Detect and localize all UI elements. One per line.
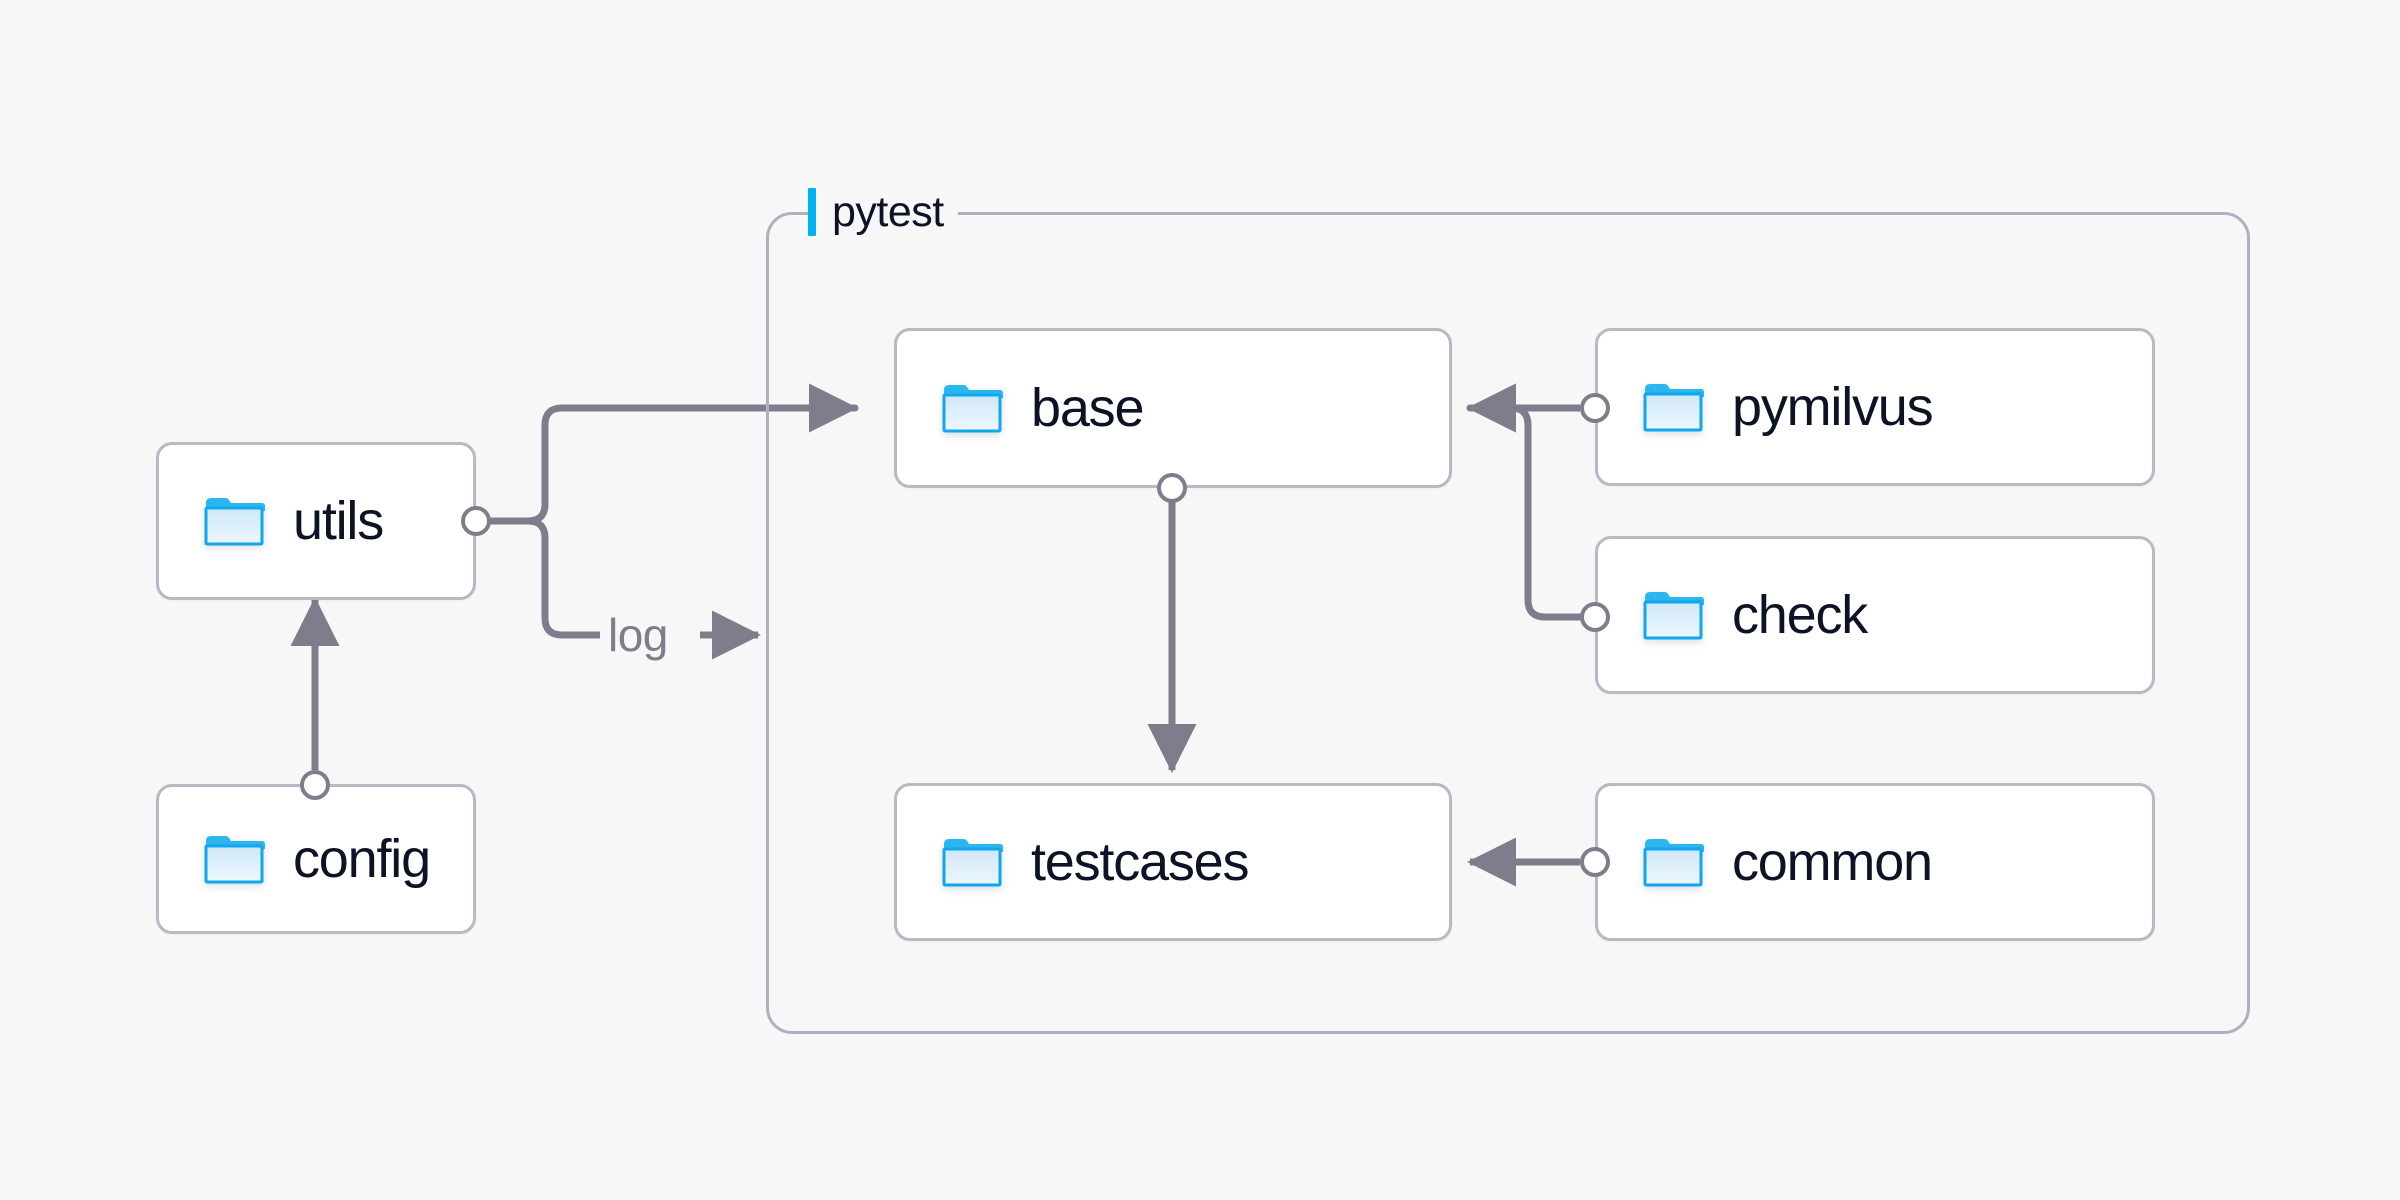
port-config-top[interactable] bbox=[300, 770, 330, 800]
edge-label-log: log bbox=[600, 612, 676, 658]
node-config[interactable]: config bbox=[156, 784, 476, 934]
node-config-label: config bbox=[293, 829, 431, 889]
group-pytest[interactable] bbox=[766, 212, 2250, 1034]
folder-icon bbox=[942, 385, 1003, 433]
group-accent-bar bbox=[808, 188, 816, 236]
port-check-left[interactable] bbox=[1580, 602, 1610, 632]
port-base-bottom[interactable] bbox=[1157, 473, 1187, 503]
node-check-content: check bbox=[1598, 585, 1868, 645]
node-pymilvus-label: pymilvus bbox=[1732, 377, 1934, 437]
node-base-content: base bbox=[897, 378, 1145, 438]
node-common[interactable]: common bbox=[1595, 783, 2155, 941]
node-check-label: check bbox=[1732, 585, 1868, 645]
node-testcases-content: testcases bbox=[897, 832, 1250, 892]
folder-icon bbox=[204, 836, 265, 884]
node-testcases-label: testcases bbox=[1031, 832, 1250, 892]
port-pymilvus-left[interactable] bbox=[1580, 393, 1610, 423]
folder-icon bbox=[942, 839, 1003, 887]
folder-icon bbox=[1643, 592, 1704, 640]
node-pymilvus-content: pymilvus bbox=[1598, 377, 1934, 437]
node-check[interactable]: check bbox=[1595, 536, 2155, 694]
port-utils-right[interactable] bbox=[461, 506, 491, 536]
node-base[interactable]: base bbox=[894, 328, 1452, 488]
node-common-label: common bbox=[1732, 832, 1933, 892]
node-base-label: base bbox=[1031, 378, 1145, 438]
node-utils-label: utils bbox=[293, 491, 384, 551]
node-testcases[interactable]: testcases bbox=[894, 783, 1452, 941]
node-utils-content: utils bbox=[159, 491, 384, 551]
group-title: pytest bbox=[832, 187, 944, 236]
folder-icon bbox=[1643, 384, 1704, 432]
node-config-content: config bbox=[159, 829, 431, 889]
node-common-content: common bbox=[1598, 832, 1933, 892]
node-utils[interactable]: utils bbox=[156, 442, 476, 600]
group-pytest-label: pytest bbox=[808, 184, 958, 240]
port-common-left[interactable] bbox=[1580, 847, 1610, 877]
folder-icon bbox=[1643, 839, 1704, 887]
node-pymilvus[interactable]: pymilvus bbox=[1595, 328, 2155, 486]
edge-utils-log bbox=[486, 517, 604, 639]
folder-icon bbox=[204, 498, 265, 546]
